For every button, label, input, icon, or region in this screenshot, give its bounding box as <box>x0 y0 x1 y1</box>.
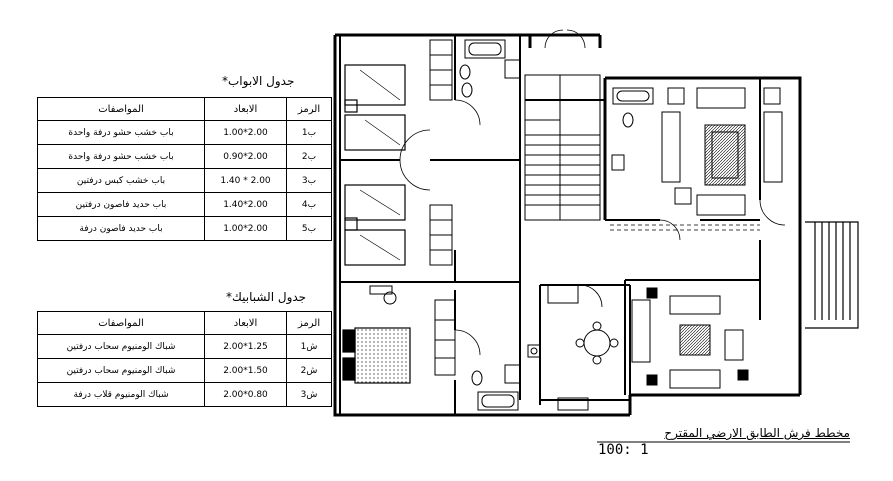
sitting-room <box>631 287 749 389</box>
windows-table-title: جدول الشبابيك* <box>226 290 307 304</box>
plan-scale: 100: 1 <box>598 442 649 458</box>
bathroom-fixtures <box>369 39 654 411</box>
window-symbol: ش3 <box>286 382 332 407</box>
door-dims: 1.00*2.00 <box>204 216 287 241</box>
window-symbol: ش1 <box>286 334 332 359</box>
door-dims: 0.90*2.00 <box>204 144 287 169</box>
door-spec: باب خشب حشو درفة واحدة <box>37 120 205 145</box>
table-row: باب حديد فاصون درفة 1.00*2.00 ب5 <box>37 216 332 241</box>
plan-caption: مخطط فرش الطابق الارضي المقترح <box>664 426 850 440</box>
stairs <box>524 74 601 221</box>
door-spec: باب خشب حشو درفة واحدة <box>37 144 205 169</box>
door-swings <box>399 29 786 356</box>
outer-walls <box>333 33 802 417</box>
living-room <box>661 87 783 216</box>
window-dims: 2.00*0.80 <box>204 382 287 407</box>
door-spec: باب حديد فاصون درفة <box>37 216 205 241</box>
wardrobes <box>429 39 456 376</box>
doors-table-header-row: المواصفات الابعاد الرمز <box>37 97 332 121</box>
table-row: شباك الومنيوم سحاب درفتين 2.00*1.25 ش1 <box>37 334 332 359</box>
bed-lower <box>342 327 411 384</box>
kitchen <box>527 284 619 411</box>
bed-middle <box>344 184 406 266</box>
door-dims: 1.40 * 2.00 <box>204 168 287 193</box>
window-symbol: ش2 <box>286 358 332 383</box>
hidden-lines <box>610 224 760 231</box>
table-row: باب خشب حشو درفة واحدة 0.90*2.00 ب2 <box>37 144 332 169</box>
door-symbol: ب3 <box>286 168 332 193</box>
table-row: باب حديد فاصون درفتين 1.40*2.00 ب4 <box>37 192 332 217</box>
bed-upper <box>344 64 406 151</box>
door-dims: 1.00*2.00 <box>204 120 287 145</box>
door-symbol: ب2 <box>286 144 332 169</box>
door-symbol: ب5 <box>286 216 332 241</box>
spec-header: المواصفات <box>37 311 205 335</box>
spec-header: المواصفات <box>37 97 205 121</box>
doors-table: المواصفات الابعاد الرمز باب خشب حشو درفة… <box>37 97 332 241</box>
table-row: باب خشب حشو درفة واحدة 1.00*2.00 ب1 <box>37 120 332 145</box>
symbol-header: الرمز <box>286 311 332 335</box>
doors-table-title: جدول الابواب* <box>222 74 295 88</box>
windows-table: المواصفات الابعاد الرمز شباك الومنيوم سح… <box>37 311 332 407</box>
terrace <box>805 221 859 329</box>
table-row: شباك الومنيوم قلاب درفة 2.00*0.80 ش3 <box>37 382 332 407</box>
